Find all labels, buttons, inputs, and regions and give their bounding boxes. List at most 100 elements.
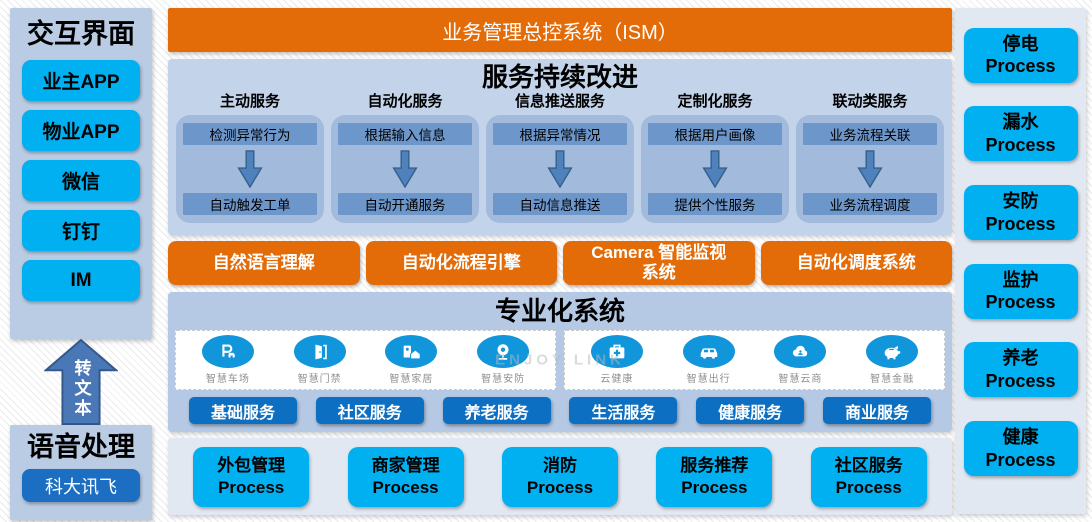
property-app-button[interactable]: 物业APP (22, 110, 140, 152)
process-name: 安防 (1002, 191, 1039, 212)
outsourcing-process-button[interactable]: 外包管理 Process (193, 446, 310, 507)
process-sub: Process (985, 134, 1056, 155)
smart-parking-item[interactable]: 智慧车场 (201, 335, 254, 385)
process-name: 商家管理 (371, 456, 440, 476)
icon-group-right: 云健康 智慧出行 智慧云商 (564, 330, 945, 390)
merchant-process-button[interactable]: 商家管理 Process (347, 446, 464, 507)
auto-dispatch-system-button[interactable]: 自动化调度系统 (760, 241, 952, 285)
process-sub: Process (985, 213, 1056, 234)
owner-app-button[interactable]: 业主APP (22, 60, 140, 102)
column-header: 定制化服务 (677, 93, 753, 110)
smart-home-item[interactable]: 智慧家居 (385, 335, 438, 385)
improvement-column-linkage: 联动类服务 业务流程关联 业务流程调度 (796, 93, 944, 223)
automation-flow-engine-button[interactable]: 自动化流程引擎 (365, 241, 557, 285)
monitoring-process-button[interactable]: 监护 Process (963, 263, 1078, 319)
camera-icon (477, 335, 530, 368)
process-name: 服务推荐 (680, 456, 749, 476)
column-body: 根据用户画像 提供个性服务 (641, 115, 789, 223)
icon-label: 智慧云商 (778, 374, 823, 385)
im-button[interactable]: IM (22, 260, 140, 302)
step-to: 提供个性服务 (648, 193, 782, 215)
process-sub: Process (526, 477, 594, 497)
improvement-column-push: 信息推送服务 根据异常情况 自动信息推送 (486, 93, 634, 223)
community-process-button[interactable]: 社区服务 Process (810, 446, 927, 507)
car-icon (682, 335, 735, 368)
dingtalk-button[interactable]: 钉钉 (22, 210, 140, 252)
icon-label: 云健康 (600, 374, 634, 385)
health-service-button[interactable]: 健康服务 (696, 397, 805, 424)
process-sub: Process (985, 449, 1056, 470)
nlp-engine-button[interactable]: 自然语言理解 (168, 241, 360, 285)
step-to: 自动信息推送 (493, 193, 627, 215)
improvement-column-custom: 定制化服务 根据用户画像 提供个性服务 (641, 93, 789, 223)
water-leak-process-button[interactable]: 漏水 Process (963, 106, 1078, 162)
basic-service-button[interactable]: 基础服务 (189, 397, 297, 424)
icon-label: 智慧门禁 (297, 374, 342, 385)
smart-security-item[interactable]: 智慧安防 (477, 335, 530, 385)
engine-label: 自动化调度系统 (796, 253, 916, 273)
icon-label: 智慧出行 (686, 374, 731, 385)
service-improvement-section: 服务持续改进 主动服务 检测异常行为 自动触发工单 自动化服务 根据输入信息 自… (168, 59, 952, 235)
down-arrow-icon (857, 150, 883, 188)
process-sub: Process (372, 477, 439, 497)
iflytek-button[interactable]: 科大讯飞 (22, 469, 140, 503)
column-body: 检测异常行为 自动触发工单 (176, 115, 324, 223)
step-to: 自动触发工单 (183, 193, 317, 215)
specialized-systems-section: 专业化系统 ENJOY LINK 智慧车场 智慧门禁 (168, 292, 952, 432)
piggy-icon (866, 335, 919, 368)
process-sub: Process (835, 477, 902, 497)
wechat-button[interactable]: 微信 (22, 160, 140, 202)
arrow-label: 转文本 (71, 359, 91, 419)
improvement-column-proactive: 主动服务 检测异常行为 自动触发工单 (176, 93, 324, 223)
process-name: 监护 (1002, 269, 1039, 290)
step-from: 根据异常情况 (493, 123, 627, 145)
smart-door-item[interactable]: 智慧门禁 (293, 335, 346, 385)
engine-label: 自动化流程引擎 (401, 253, 521, 273)
icon-label: 智慧车场 (205, 374, 250, 385)
health-process-button[interactable]: 健康 Process (963, 421, 1078, 477)
step-from: 业务流程关联 (803, 123, 937, 145)
life-service-button[interactable]: 生活服务 (569, 397, 678, 424)
column-body: 根据异常情况 自动信息推送 (486, 115, 634, 223)
elderly-service-button[interactable]: 养老服务 (442, 397, 551, 424)
process-name: 健康 (1002, 427, 1039, 448)
security-process-button[interactable]: 安防 Process (963, 185, 1078, 241)
improvement-title: 服务持续改进 (481, 62, 638, 92)
recommend-process-button[interactable]: 服务推荐 Process (656, 446, 773, 507)
interaction-title: 交互界面 (27, 19, 135, 49)
improvement-column-automation: 自动化服务 根据输入信息 自动开通服务 (331, 93, 479, 223)
camera-monitor-system-button[interactable]: Camera 智能监视系统 (563, 241, 755, 285)
power-outage-process-button[interactable]: 停电 Process (963, 27, 1078, 83)
step-to: 业务流程调度 (803, 193, 937, 215)
right-process-panel: 停电 Process 漏水 Process 安防 Process 监护 Proc… (955, 8, 1086, 514)
process-name: 消防 (542, 456, 577, 476)
interaction-panel: 交互界面 业主APP 物业APP 微信 钉钉 IM (10, 8, 152, 339)
process-name: 漏水 (1002, 112, 1039, 133)
process-sub: Process (985, 370, 1056, 391)
business-service-button[interactable]: 商业服务 (822, 397, 931, 424)
center-column: 业务管理总控系统（ISM） 服务持续改进 主动服务 检测异常行为 自动触发工单 … (168, 8, 952, 515)
bottom-process-panel: 外包管理 Process 商家管理 Process 消防 Process 服务推… (168, 438, 952, 515)
process-name: 停电 (1002, 33, 1039, 54)
community-service-button[interactable]: 社区服务 (315, 397, 424, 424)
process-sub: Process (681, 477, 748, 497)
left-column: 交互界面 业主APP 物业APP 微信 钉钉 IM 转文本 语音处理 科大讯飞 (10, 8, 152, 520)
step-from: 检测异常行为 (183, 123, 317, 145)
smart-travel-item[interactable]: 智慧出行 (682, 335, 735, 385)
column-header: 自动化服务 (367, 93, 443, 110)
parking-icon (201, 335, 254, 368)
column-header: 联动类服务 (832, 93, 908, 110)
elderly-care-process-button[interactable]: 养老 Process (963, 342, 1078, 398)
fire-process-button[interactable]: 消防 Process (501, 446, 618, 507)
process-name: 社区服务 (834, 456, 903, 476)
smart-cloud-store-item[interactable]: 智慧云商 (774, 335, 827, 385)
door-icon (293, 335, 346, 368)
smart-finance-item[interactable]: 智慧金融 (866, 335, 919, 385)
service-row: 基础服务 社区服务 养老服务 生活服务 健康服务 商业服务 (175, 390, 945, 424)
down-arrow-icon (702, 150, 728, 188)
engine-label: 自然语言理解 (212, 253, 315, 273)
cloud-icon (774, 335, 827, 368)
down-arrow-icon (237, 150, 263, 188)
cloud-health-item[interactable]: 云健康 (590, 335, 643, 385)
step-to: 自动开通服务 (338, 193, 472, 215)
